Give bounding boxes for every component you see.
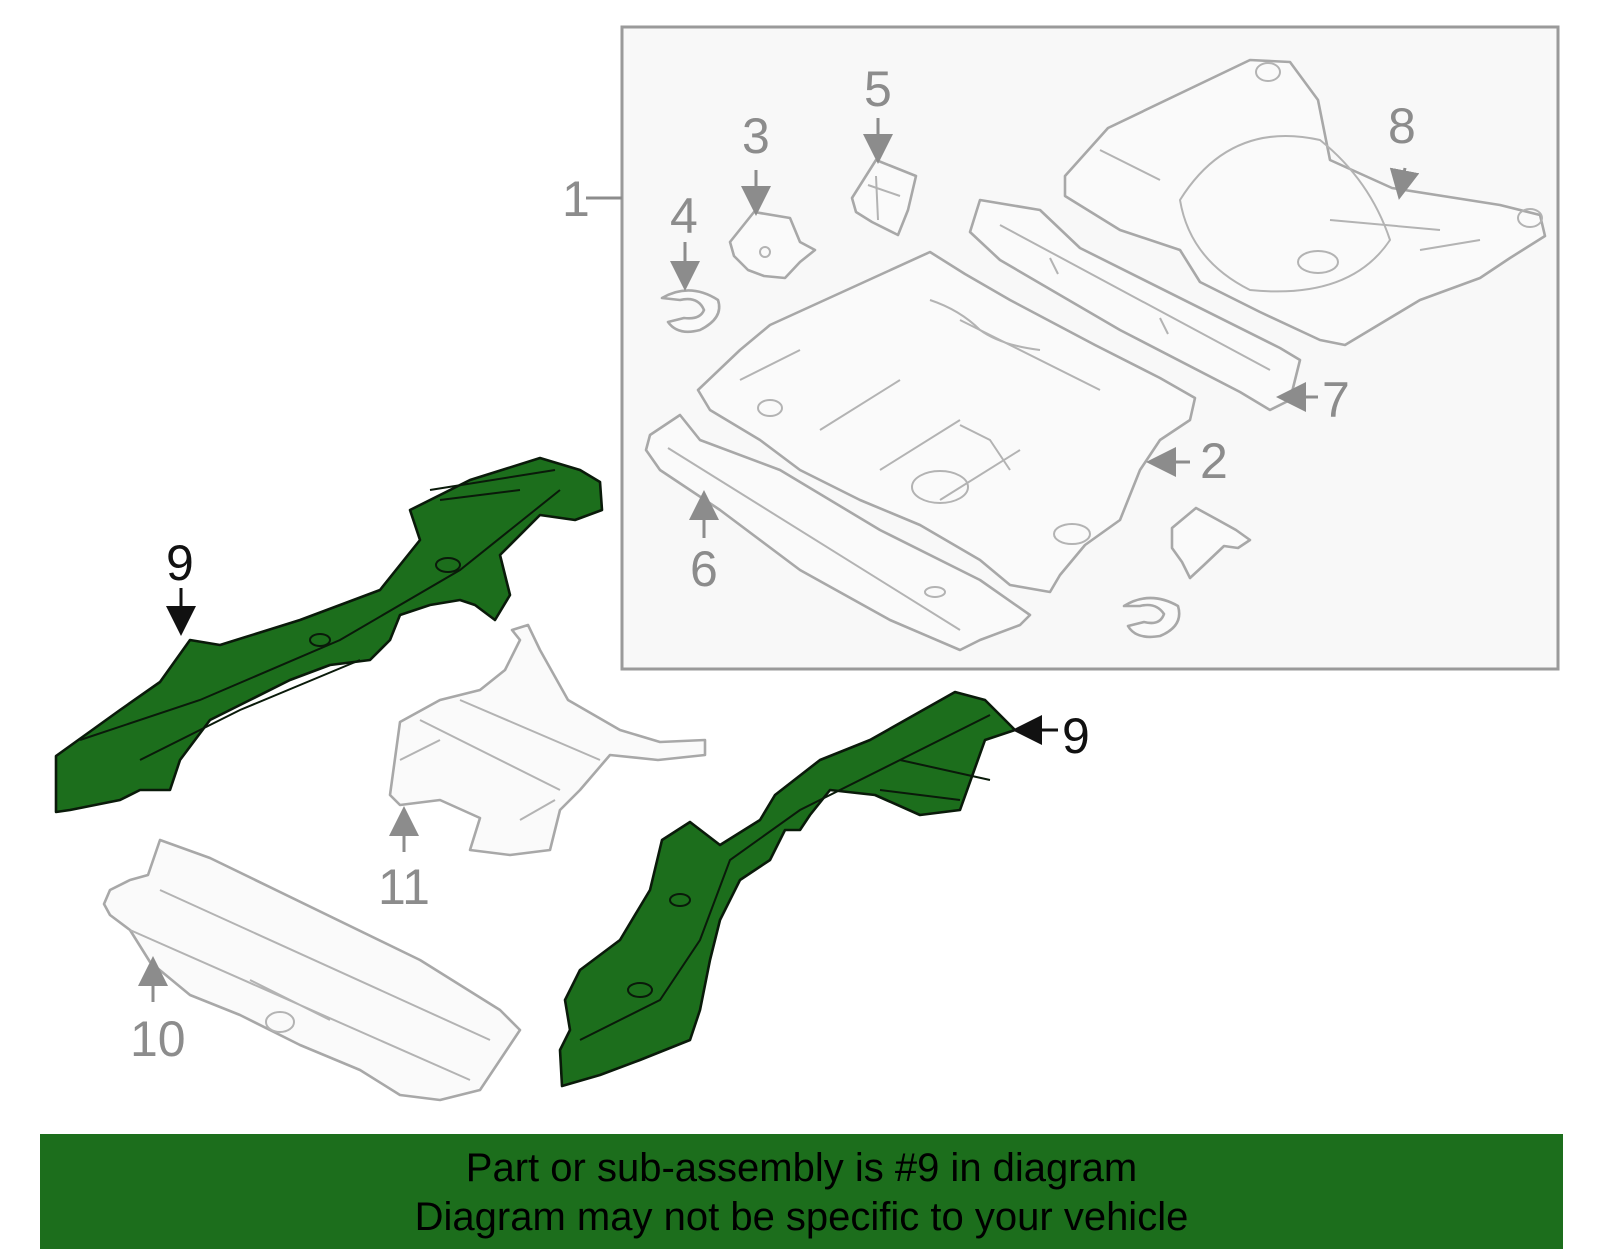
callout-11: 11 bbox=[378, 859, 430, 915]
callout-10: 10 bbox=[130, 1011, 186, 1067]
part-8-rear-floor-pan bbox=[1063, 58, 1547, 347]
part-7-cross-member bbox=[968, 198, 1302, 412]
callout-8: 8 bbox=[1388, 98, 1416, 154]
part-4-ring-clip bbox=[660, 289, 721, 334]
part-9-right-side-member bbox=[558, 690, 1017, 1088]
callout-1: 1 bbox=[562, 171, 590, 227]
callout-2: 2 bbox=[1200, 433, 1228, 489]
part-9-left-side-member bbox=[54, 456, 604, 814]
parts-diagram: 1 2 3 4 5 6 7 8 9 9 10 11 bbox=[54, 25, 1560, 1102]
callout-5: 5 bbox=[864, 61, 892, 117]
bracket bbox=[1170, 506, 1252, 580]
part-2-floor-pan bbox=[696, 250, 1197, 594]
callout-6: 6 bbox=[690, 541, 718, 597]
callout-4: 4 bbox=[670, 188, 698, 244]
footer-banner: Part or sub-assembly is #9 in diagram Di… bbox=[40, 1134, 1563, 1249]
callout-9-right: 9 bbox=[1062, 708, 1090, 764]
footer-line-1: Part or sub-assembly is #9 in diagram bbox=[465, 1146, 1138, 1190]
callout-7: 7 bbox=[1322, 372, 1350, 428]
ring-clip bbox=[1122, 596, 1181, 639]
part-11-crossmember bbox=[388, 623, 707, 857]
callout-3: 3 bbox=[742, 108, 770, 164]
part-3-bracket bbox=[728, 210, 817, 280]
callout-9-left: 9 bbox=[166, 535, 194, 591]
footer-line-2: Diagram may not be specific to your vehi… bbox=[414, 1195, 1189, 1239]
